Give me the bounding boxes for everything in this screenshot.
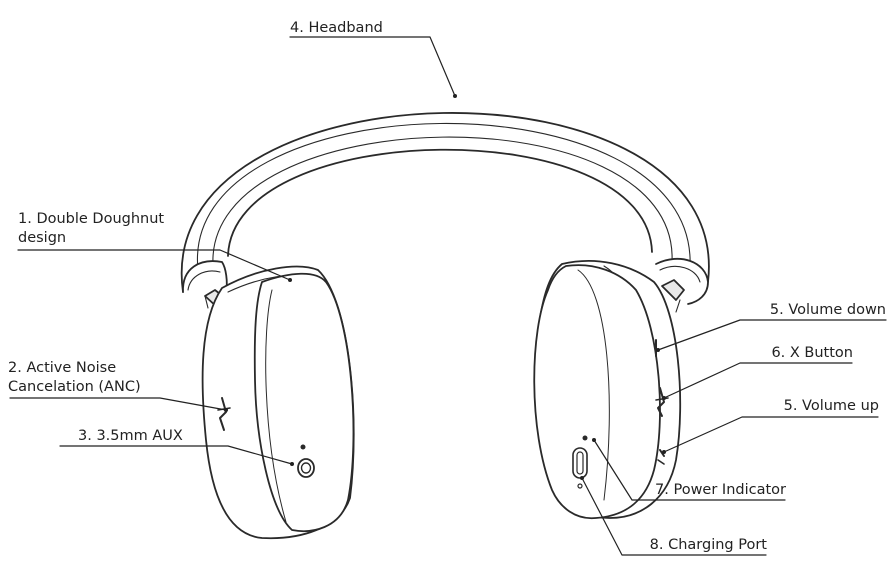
anc-label-line2: Cancelation (ANC) <box>8 379 141 395</box>
leader-headband <box>289 36 456 97</box>
power-indicator-light <box>582 435 588 441</box>
leader-aux <box>59 445 293 465</box>
leader-double-doughnut <box>17 249 291 281</box>
headband-pad-line-outer <box>197 122 691 271</box>
x-button-mark <box>657 387 665 417</box>
double-doughnut-label-line1: 1. Double Doughnut <box>18 211 165 227</box>
volume-up-label: 5. Volume up <box>783 398 879 414</box>
left-indicator-dot <box>300 444 306 450</box>
headband-outer-edge <box>180 112 710 293</box>
headband-pad-line <box>212 136 673 266</box>
leader-charging-port <box>581 477 767 556</box>
right-cup-face <box>533 264 661 520</box>
anc-label-line1: 2. Active Noise <box>8 360 117 376</box>
left-cup-face <box>253 272 355 532</box>
left-ear-cup <box>201 265 355 540</box>
volume-down-label: 5. Volume down <box>769 302 886 318</box>
power-indicator-label: 7. Power Indicator <box>655 482 786 498</box>
leader-power-indicator <box>593 439 786 501</box>
aux-label: 3. 3.5mm AUX <box>78 428 183 444</box>
leader-volume-up <box>663 416 879 453</box>
headband-label: 4. Headband <box>290 20 383 36</box>
leader-lines <box>9 36 887 556</box>
leader-x-button <box>663 362 853 399</box>
anc-button-mark <box>219 397 227 431</box>
volume-up-mark <box>659 449 665 457</box>
leader-anc <box>9 397 227 411</box>
right-hinge <box>655 257 709 313</box>
headband <box>180 112 710 293</box>
charging-port-label: 8. Charging Port <box>649 537 767 553</box>
right-ear-cup <box>533 260 682 520</box>
headband-inner-edge <box>227 148 653 257</box>
leader-volume-down <box>657 319 887 351</box>
double-doughnut-label-line2: design <box>18 230 67 246</box>
x-button-label: 6. X Button <box>771 345 853 361</box>
